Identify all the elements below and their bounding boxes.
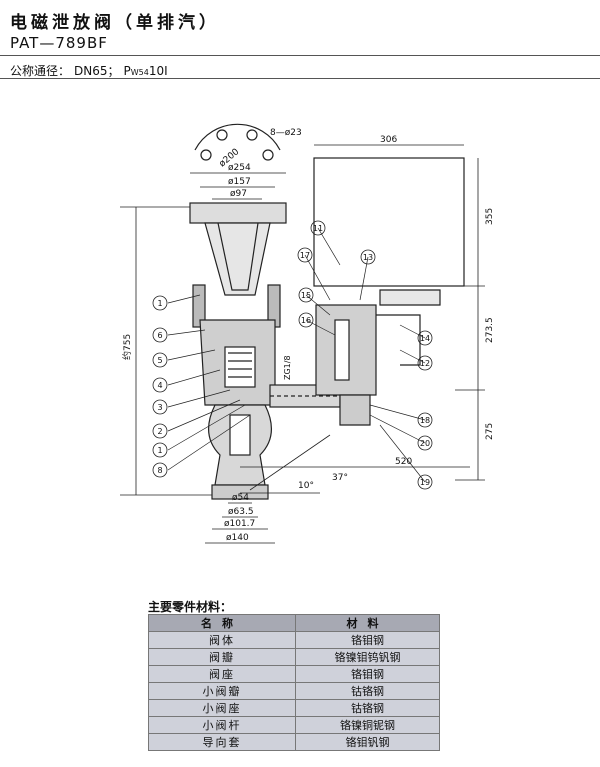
- callout-12: 12: [420, 359, 430, 368]
- dim-d140: ø140: [226, 533, 249, 543]
- part-material: 铬镍钼钨钒钢: [295, 648, 440, 666]
- table-row: 导向套铬钼钒钢: [148, 733, 440, 751]
- dim-h2735: 273.5: [485, 317, 495, 343]
- header-divider: [0, 55, 600, 56]
- part-material: 铬镍铜铌钢: [295, 716, 440, 734]
- part-name: 小阀瓣: [148, 682, 296, 700]
- callout-11: 11: [313, 224, 323, 233]
- dim-a37: 37°: [332, 473, 348, 483]
- dim-d254: ø254: [228, 163, 251, 173]
- callout-20: 20: [420, 439, 430, 448]
- materials-title: 主要零件材料：: [148, 600, 233, 614]
- table-row: 阀体铬钼钢: [148, 631, 440, 649]
- valve-drawing: 1 6 5 4 3 2 1 8 11 17 13 15 16 14 12 18 …: [120, 123, 495, 544]
- callout-13: 13: [363, 253, 373, 262]
- part-name: 小阀杆: [148, 716, 296, 734]
- spec-dn: DN65；: [74, 64, 120, 78]
- dim-d97: ø97: [230, 189, 247, 199]
- dim-h355: 355: [485, 208, 495, 225]
- table-header-row: 名称 材料: [148, 614, 440, 632]
- part-name: 小阀座: [148, 699, 296, 717]
- callout-15: 15: [301, 291, 311, 300]
- dim-h275: 275: [485, 423, 495, 440]
- nominal-spec: 公称通径： DN65； PW5410I: [10, 62, 168, 79]
- callout-5: 5: [157, 356, 162, 365]
- callout-8: 8: [157, 466, 162, 475]
- part-material: 钴铬钢: [295, 682, 440, 700]
- callout-19: 19: [420, 478, 430, 487]
- callout-17: 17: [300, 251, 310, 260]
- callout-4: 4: [157, 381, 162, 390]
- dim-d635: ø63.5: [228, 507, 254, 517]
- spec-divider: [0, 78, 600, 79]
- part-name: 导向套: [148, 733, 296, 751]
- dim-w306: 306: [380, 135, 397, 145]
- dim-total: 约755: [121, 334, 133, 360]
- callout-2: 2: [157, 427, 162, 436]
- spec-label: 公称通径：: [10, 64, 71, 78]
- callout-1b: 1: [157, 446, 162, 455]
- table-row: 阀座铬钼钢: [148, 665, 440, 683]
- callout-1a: 1: [157, 299, 162, 308]
- callout-6: 6: [157, 331, 162, 340]
- col-material-header: 材料: [295, 614, 440, 632]
- table-row: 小阀瓣钴铬钢: [148, 682, 440, 700]
- table-row: 阀瓣铬镍钼钨钒钢: [148, 648, 440, 666]
- dim-a10: 10°: [298, 481, 314, 491]
- dim-bolts: 8—ø23: [270, 128, 302, 138]
- spec-pressure: PW5410I: [123, 64, 168, 78]
- dim-w520: 520: [395, 457, 412, 467]
- dim-d1017: ø101.7: [224, 519, 255, 529]
- callout-3: 3: [157, 403, 162, 412]
- dim-zg: ZG1/8: [283, 355, 292, 380]
- col-name-header: 名称: [148, 614, 296, 632]
- table-row: 小阀座钴铬钢: [148, 699, 440, 717]
- part-name: 阀座: [148, 665, 296, 683]
- callout-14: 14: [420, 334, 430, 343]
- part-material: 铬钼钒钢: [295, 733, 440, 751]
- part-material: 铬钼钢: [295, 631, 440, 649]
- dim-d54: ø54: [232, 493, 249, 503]
- model-number: PAT—789BF: [10, 34, 108, 52]
- part-material: 铬钼钢: [295, 665, 440, 683]
- callout-16: 16: [301, 316, 311, 325]
- dim-d157: ø157: [228, 177, 251, 187]
- part-material: 钴铬钢: [295, 699, 440, 717]
- page-title: 电磁泄放阀（单排汽）: [10, 13, 220, 33]
- callout-18: 18: [420, 416, 430, 425]
- table-row: 小阀杆铬镍铜铌钢: [148, 716, 440, 734]
- materials-table: 名称 材料 阀体铬钼钢 阀瓣铬镍钼钨钒钢 阀座铬钼钢 小阀瓣钴铬钢 小阀座钴铬钢…: [148, 614, 440, 751]
- part-name: 阀体: [148, 631, 296, 649]
- part-name: 阀瓣: [148, 648, 296, 666]
